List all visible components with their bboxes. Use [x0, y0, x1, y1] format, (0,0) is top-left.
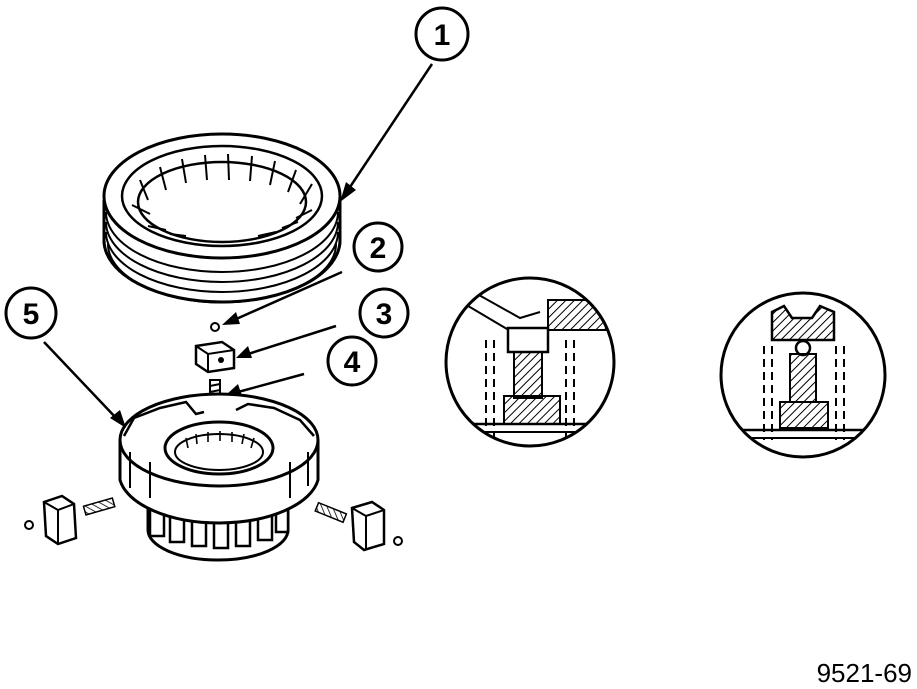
synchronizer-hub — [118, 392, 320, 562]
svg-text:2: 2 — [370, 232, 387, 265]
side-strut-left — [24, 494, 116, 546]
sleeve-ring — [102, 132, 342, 304]
leader-arrow-4 — [226, 372, 305, 396]
side-strut-right — [314, 500, 403, 552]
strut-key — [194, 340, 236, 374]
svg-text:1: 1 — [434, 19, 451, 52]
leader-arrow-1 — [340, 63, 434, 202]
callout-4: 4 — [326, 335, 378, 387]
detail-view-installed — [719, 291, 887, 459]
detail-view-assembly-step — [444, 276, 616, 448]
leader-arrow-2 — [222, 270, 343, 325]
leader-arrow-3 — [236, 324, 337, 358]
leader-arrow-5 — [43, 341, 126, 428]
svg-text:4: 4 — [344, 346, 361, 379]
callout-1: 1 — [414, 6, 470, 62]
callout-2: 2 — [352, 221, 404, 273]
svg-text:3: 3 — [376, 298, 393, 331]
svg-text:5: 5 — [23, 298, 40, 331]
detent-ball — [210, 322, 220, 332]
callout-3: 3 — [358, 287, 410, 339]
callout-5: 5 — [4, 286, 58, 340]
figure-id: 9521-69 — [817, 658, 912, 688]
